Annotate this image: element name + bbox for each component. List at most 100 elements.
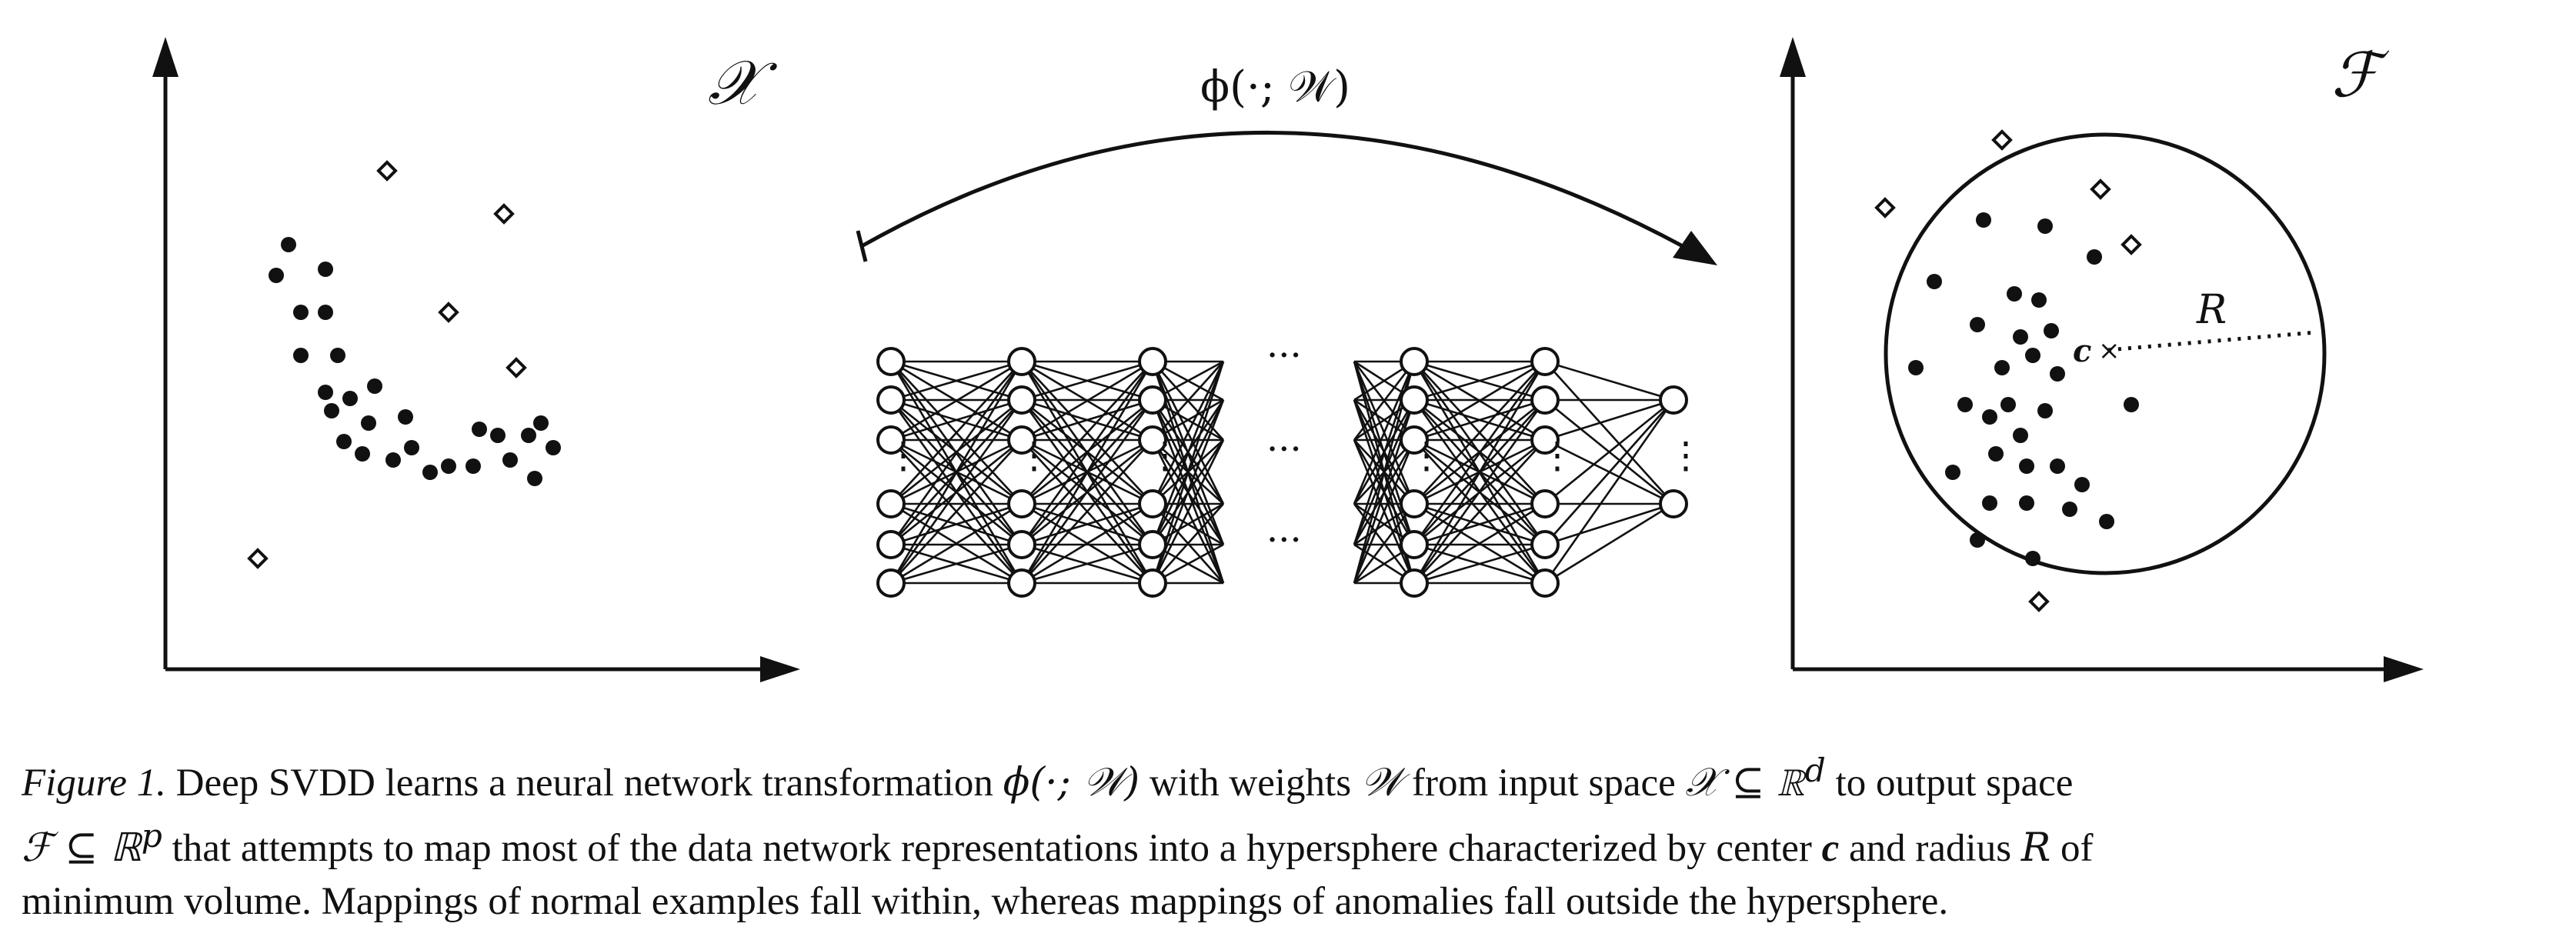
vertical-ellipsis: ⋮	[1016, 434, 1053, 477]
network-node	[1007, 568, 1036, 598]
input-space-points	[247, 160, 561, 569]
caption-superscript: p	[141, 818, 162, 855]
normal-point	[490, 428, 506, 443]
network-edge	[1152, 503, 1224, 584]
vertical-ellipsis: ⋮	[885, 434, 922, 477]
normal-point	[398, 409, 413, 425]
network-node	[1400, 347, 1429, 376]
caption-math: 𝒳 ⊆ ℝ	[1685, 760, 1805, 805]
caption-text: with weights	[1140, 762, 1361, 805]
network-node	[1007, 425, 1036, 455]
normal-point	[355, 446, 370, 462]
normal-point	[2044, 323, 2059, 338]
center-label: c	[2073, 333, 2091, 369]
network-edge	[890, 502, 1023, 585]
normal-point	[2037, 403, 2053, 418]
output-node	[1659, 489, 1688, 518]
normal-point	[1945, 465, 1960, 480]
network-node	[1530, 568, 1560, 598]
network-node	[1400, 425, 1429, 455]
caption-text: from input space	[1402, 762, 1686, 805]
network-edge	[1021, 439, 1153, 584]
normal-point	[2025, 348, 2040, 363]
network-node	[1138, 347, 1167, 376]
network-edge	[1151, 361, 1225, 505]
network-node	[1530, 385, 1560, 415]
mapping-arrow	[856, 130, 1717, 265]
network-edge	[1413, 361, 1546, 505]
normal-point	[533, 415, 549, 431]
normal-point	[2025, 551, 2040, 566]
caption-math: ℱ ⊆ ℝ	[22, 825, 142, 871]
network-node	[1138, 425, 1167, 455]
vertical-ellipsis: ⋮	[1539, 434, 1576, 477]
vertical-ellipsis: ⋮	[1146, 434, 1183, 477]
network-node	[1530, 425, 1560, 455]
normal-point	[546, 440, 561, 455]
normal-point	[361, 415, 376, 431]
normal-point	[1908, 360, 1924, 375]
normal-point	[336, 434, 352, 449]
normal-point	[527, 471, 542, 486]
normal-point	[1982, 409, 1997, 425]
normal-point	[367, 378, 382, 394]
caption-center-symbol: c	[1821, 827, 1840, 870]
caption-text: and radius	[1839, 827, 2021, 870]
network-edge	[1544, 361, 1674, 505]
mapping-label: ϕ(·; 𝒲)	[1200, 62, 1350, 112]
feature-space-label: ℱ	[2331, 39, 2390, 111]
normal-point	[293, 348, 309, 363]
network-edge	[890, 360, 1023, 402]
network-node	[1530, 489, 1560, 518]
hypersphere	[1884, 132, 2327, 575]
anomaly-point	[438, 302, 459, 323]
normal-point	[2031, 292, 2047, 308]
normal-point	[1970, 317, 1985, 332]
normal-point	[318, 262, 333, 277]
network-edge	[890, 502, 1023, 546]
anomaly-point	[247, 548, 269, 569]
input-space-label: 𝒳	[708, 47, 778, 118]
network-node	[1530, 530, 1560, 559]
normal-point	[2000, 397, 2016, 412]
network-node	[1138, 489, 1167, 518]
network-node	[1138, 385, 1167, 415]
normal-point	[1988, 446, 2004, 462]
vertical-ellipsis: ⋮	[1667, 434, 1704, 477]
network-edge	[1151, 439, 1225, 584]
neural-network: ⋮⋮⋮⋮⋮⋮·········	[876, 334, 1704, 598]
network-edge	[1544, 360, 1674, 402]
anomaly-point	[376, 160, 398, 182]
normal-point	[318, 305, 333, 320]
caption-text: Deep SVDD learns a neural network transf…	[165, 762, 1003, 805]
normal-point	[318, 385, 333, 400]
normal-point	[2050, 366, 2065, 382]
network-edge	[890, 439, 1023, 584]
normal-point	[1994, 360, 2010, 375]
network-edge	[1544, 398, 1674, 442]
caption-text: to output space	[1825, 762, 2074, 805]
anomaly-point	[2121, 234, 2142, 255]
network-edge	[1413, 361, 1547, 584]
network-edge	[1021, 360, 1153, 402]
normal-point	[2062, 502, 2077, 517]
network-edge	[1021, 502, 1153, 546]
normal-point	[2019, 458, 2034, 474]
network-node	[876, 347, 906, 376]
deep-svdd-figure: 𝒳 ϕ(·; 𝒲) ⋮⋮⋮⋮⋮⋮········· ℱ × c R	[152, 37, 2424, 682]
network-edge	[1413, 360, 1546, 442]
caption-label: Figure 1.	[22, 762, 166, 805]
caption-math: 𝒲	[1360, 760, 1403, 805]
network-node	[1007, 530, 1036, 559]
caption-superscript: d	[1804, 752, 1826, 790]
network-edge	[1353, 361, 1416, 505]
network-node	[1400, 568, 1429, 598]
horizontal-ellipsis: ···	[1266, 518, 1302, 562]
network-edge	[1544, 502, 1674, 546]
network-edge	[1413, 360, 1546, 402]
normal-point	[2019, 495, 2034, 511]
network-edge	[1021, 543, 1153, 585]
network-node	[1400, 530, 1429, 559]
normal-point	[1982, 495, 1997, 511]
feature-space-points	[1874, 129, 2142, 612]
